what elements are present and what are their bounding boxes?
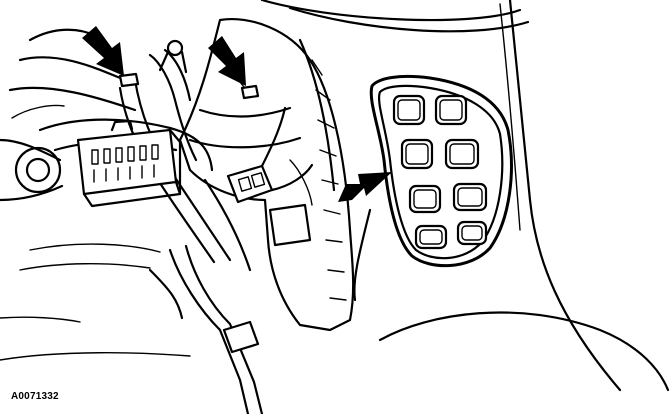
switch-bezel xyxy=(369,74,513,268)
wire-clip xyxy=(118,72,140,88)
two-pin-connector xyxy=(226,106,314,204)
wire-clip xyxy=(240,84,260,100)
multi-pin-connector xyxy=(76,119,182,208)
callout-arrow-icon xyxy=(338,172,392,202)
lower-rod xyxy=(0,243,264,414)
dash-trim-panel xyxy=(0,0,670,392)
figure-code: A0071332 xyxy=(11,391,59,402)
switch-buttons xyxy=(392,94,488,250)
